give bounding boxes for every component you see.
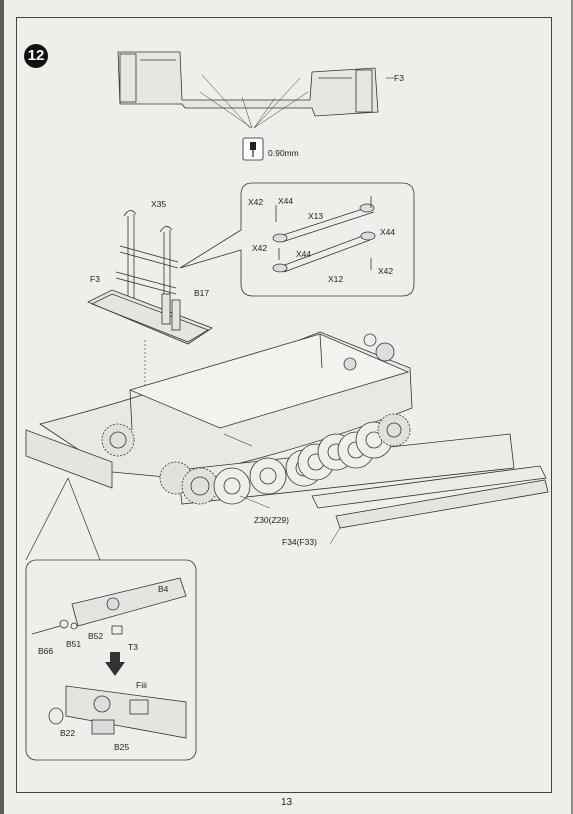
part-label-f34: F34(F33) <box>282 537 317 547</box>
tank-hull-drawing <box>25 331 549 529</box>
part-label-x44-b: X44 <box>380 227 396 237</box>
rear-plate-assembled-drawing <box>48 685 187 739</box>
part-label-b25: B25 <box>114 742 130 752</box>
part-label-z30: Z30(Z29) <box>254 515 289 525</box>
part-label-x44-c: X44 <box>296 249 312 259</box>
part-label-x35: X35 <box>151 199 167 209</box>
part-label-x42-b: X42 <box>252 243 268 253</box>
part-label-b17: B17 <box>194 288 210 298</box>
part-label-f3-top: F3 <box>394 73 404 83</box>
detail-callout-bubble <box>179 182 415 297</box>
page-frame <box>16 17 552 793</box>
part-label-t3: T3 <box>128 642 138 652</box>
part-label-b66: B66 <box>38 646 54 656</box>
part-label-b22: B22 <box>60 728 76 738</box>
part-label-b52: B52 <box>88 631 104 641</box>
drill-size-label: 0.90mm <box>268 148 299 158</box>
part-label-x12: X12 <box>328 274 344 284</box>
f3-plate-drawing <box>87 289 213 345</box>
page-edge <box>0 0 4 814</box>
drill-icon <box>242 137 264 161</box>
part-label-fiii: Fiii <box>136 680 147 690</box>
rear-plate-drawing <box>117 51 379 129</box>
part-label-b4: B4 <box>158 584 169 594</box>
part-label-b51: B51 <box>66 639 82 649</box>
part-label-f3-left: F3 <box>90 274 100 284</box>
page-number: 13 <box>280 797 293 808</box>
rear-plate-b4-drawing <box>31 577 187 635</box>
part-label-x42-c: X42 <box>378 266 394 276</box>
down-arrow-icon <box>105 652 125 676</box>
road-wheels-drawing <box>101 413 411 505</box>
step-number-badge: 12 <box>24 44 48 68</box>
part-label-x44-a: X44 <box>278 196 294 206</box>
part-label-x13: X13 <box>308 211 324 221</box>
part-label-x42-a: X42 <box>248 197 264 207</box>
